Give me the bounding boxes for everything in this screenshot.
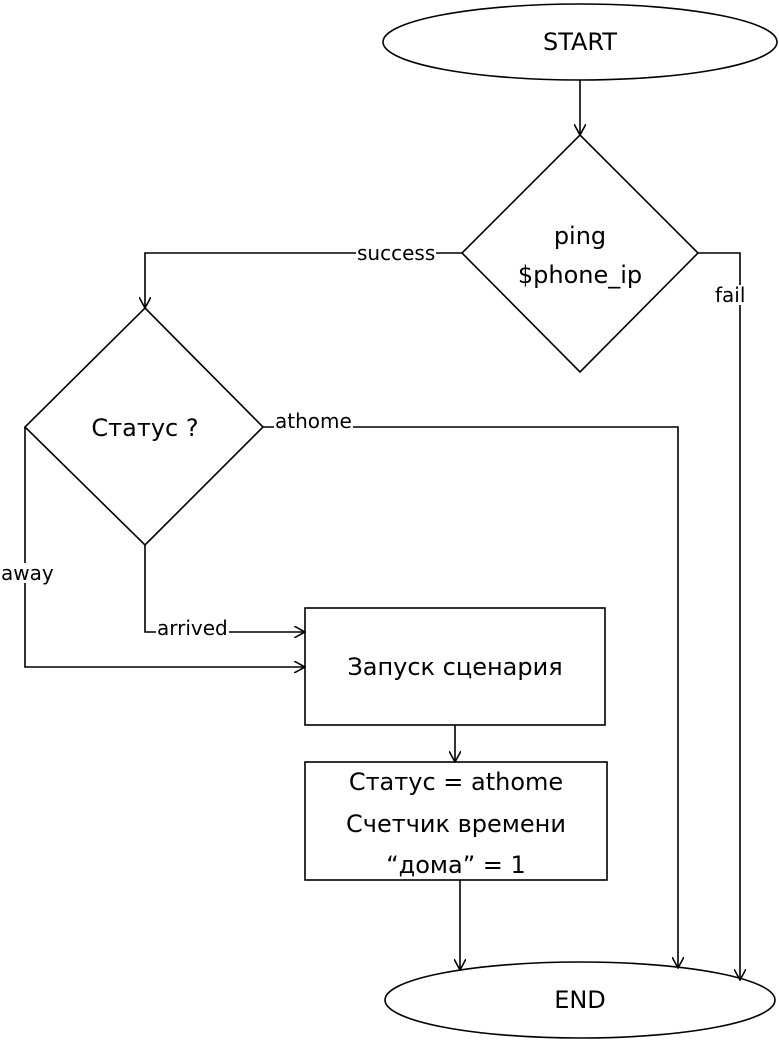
set-status-label-2: Счетчик времени — [346, 810, 566, 838]
edge-label-success: success — [356, 241, 437, 265]
edge-label-athome: athome — [274, 409, 353, 433]
edge-fail — [698, 252, 740, 980]
set-status-box — [304, 761, 608, 881]
ping-decision — [460, 133, 700, 374]
run-scenario-box — [304, 607, 606, 726]
edge-label-arrived: arrived — [156, 616, 229, 640]
edge-athome — [263, 426, 678, 968]
end-terminal — [384, 961, 776, 1039]
ping-label-2: $phone_ip — [517, 261, 643, 289]
status-check-label: Статус ? — [91, 414, 199, 442]
end-label: END — [554, 986, 606, 1014]
set-status-label-3: “дома” = 1 — [386, 851, 526, 879]
edge-away — [24, 427, 305, 667]
start-label: START — [542, 28, 618, 56]
run-scenario-label: Запуск сценария — [347, 653, 563, 681]
edge-arrived — [144, 545, 305, 632]
edge-label-away: away — [0, 561, 55, 585]
edge-label-fail: fail — [714, 283, 747, 307]
ping-label-1: ping — [553, 222, 607, 250]
set-status-label-1: Статус = athome — [348, 768, 564, 796]
